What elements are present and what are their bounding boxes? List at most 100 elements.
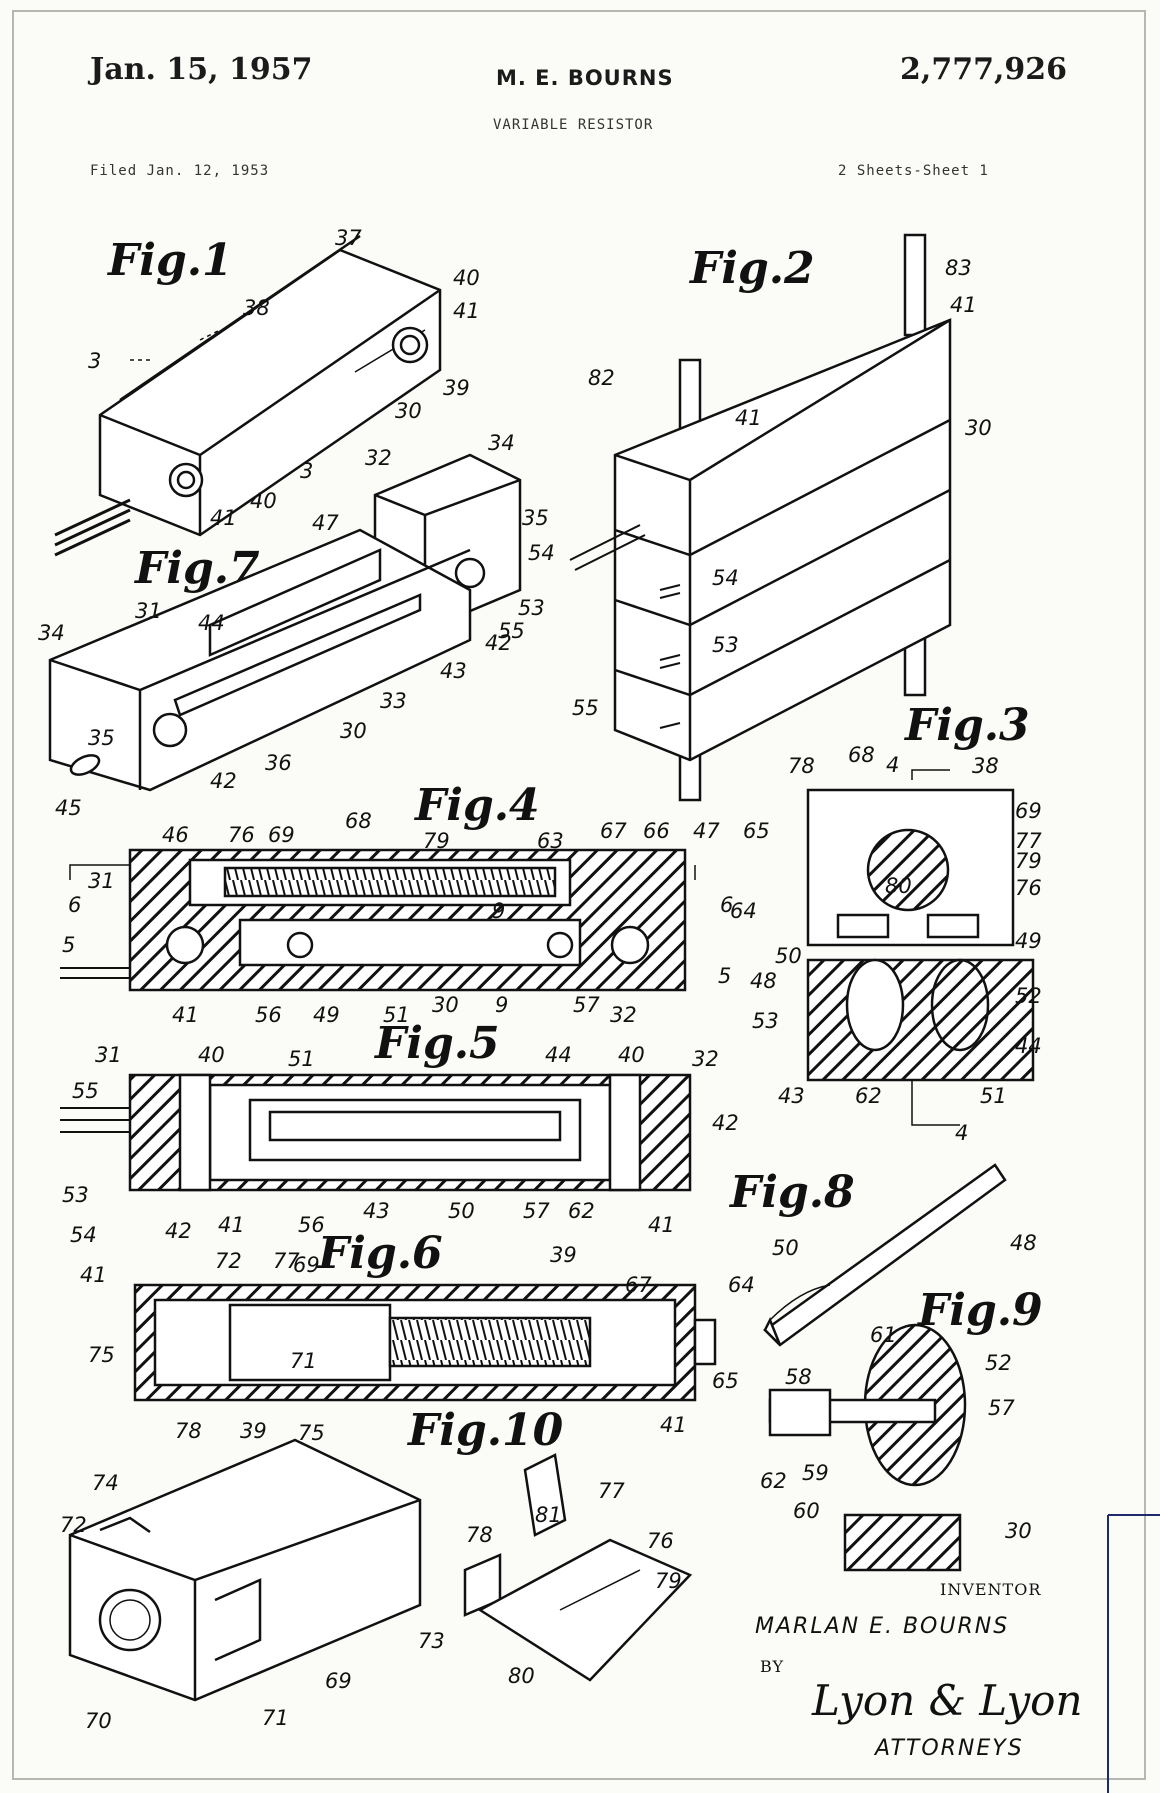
attorneys-label: ATTORNEYS xyxy=(873,1736,1024,1761)
corner-mark xyxy=(1107,1514,1160,1793)
fig4-ref-24: 57 xyxy=(573,993,600,1017)
fig7-ref-15: 45 xyxy=(55,796,82,820)
inventor-header: M. E. BOURNS xyxy=(496,66,674,90)
fig3-ref-6: 77 xyxy=(1015,829,1042,853)
fig6-ref-6: 67 xyxy=(625,1273,652,1297)
fig6-ref-11: 78 xyxy=(175,1419,202,1443)
fig5-ref-5: 40 xyxy=(618,1043,645,1067)
fig10-ref-7: 69 xyxy=(325,1669,352,1693)
fig8-title: Fig.8 xyxy=(728,1167,855,1218)
attorney-signature: Lyon & Lyon xyxy=(811,1676,1083,1725)
fig1-ref-1: 37 xyxy=(335,226,362,250)
fig6-ref-7: 64 xyxy=(728,1273,755,1297)
fig7-ref-14: 42 xyxy=(210,769,237,793)
fig4-ref-1: 46 xyxy=(162,823,189,847)
fig7-ref-13: 35 xyxy=(88,726,115,750)
fig5-ref-2: 40 xyxy=(198,1043,225,1067)
fig8-ref-2: 48 xyxy=(1010,1231,1037,1255)
fig4-ref-3: 69 xyxy=(268,823,295,847)
inventor-label: INVENTOR xyxy=(940,1580,1041,1599)
fig6-title: Fig.6 xyxy=(316,1228,443,1279)
fig6-ref-8: 75 xyxy=(88,1343,115,1367)
fig4-ref-23: 9 xyxy=(495,993,508,1017)
fig5-ref-12: 41 xyxy=(218,1213,245,1237)
fig1-ref-6: 39 xyxy=(443,376,470,400)
fig2-ref-5: 30 xyxy=(965,416,992,440)
fig3-ref-5: 69 xyxy=(1015,799,1042,823)
fig6-ref-13: 41 xyxy=(660,1413,687,1437)
fig7-ref-5: 54 xyxy=(528,541,555,565)
fig6-ref-1: 41 xyxy=(80,1263,107,1287)
fig3-ref-10: 50 xyxy=(775,944,802,968)
fig1-drawing xyxy=(54,234,442,557)
fig7-ref-17: 30 xyxy=(340,719,367,743)
fig5-ref-15: 50 xyxy=(448,1199,475,1223)
fig2-ref-1: 83 xyxy=(945,256,972,280)
fig2-ref-3: 82 xyxy=(588,366,615,390)
fig10-ref-13: 80 xyxy=(508,1664,535,1688)
sheet-border xyxy=(12,10,1146,1780)
fig5-ref-17: 62 xyxy=(568,1199,595,1223)
fig5-ref-13: 56 xyxy=(298,1213,325,1237)
fig4-ref-2: 76 xyxy=(228,823,255,847)
fig3-ref-15: 44 xyxy=(1015,1034,1042,1058)
fig6-ref-2: 72 xyxy=(215,1249,242,1273)
patent-date: Jan. 15, 1957 xyxy=(90,52,313,87)
fig2-ref-6: 54 xyxy=(712,566,739,590)
fig3-ref-17: 62 xyxy=(855,1084,882,1108)
patent-title: VARIABLE RESISTOR xyxy=(493,117,654,133)
fig7-ref-8: 42 xyxy=(485,631,512,655)
fig3-ref-3: 68 xyxy=(848,743,875,767)
fig9-ref-4: 57 xyxy=(988,1396,1015,1420)
fig7-ref-10: 44 xyxy=(198,611,225,635)
fig2-title: Fig.2 xyxy=(688,243,815,294)
fig2-drawing xyxy=(569,233,952,802)
fig4-ref-16: 5 xyxy=(62,933,75,957)
fig3-drawing xyxy=(806,769,1035,1126)
fig5-ref-1: 31 xyxy=(95,1043,122,1067)
fig7-ref-16: 33 xyxy=(380,689,407,713)
fig4-ref-11: 6 xyxy=(68,893,81,917)
fig4-ref-17: 5 xyxy=(718,964,731,988)
fig1-ref-4: 41 xyxy=(453,299,480,323)
fig3-ref-13: 52 xyxy=(1015,984,1042,1008)
fig8-drawing xyxy=(763,1163,1007,1347)
fig4-ref-7: 67 xyxy=(600,819,627,843)
fig5-ref-4: 44 xyxy=(545,1043,572,1067)
fig10-ref-11: 76 xyxy=(647,1529,674,1553)
fig10-ref-6: 71 xyxy=(262,1706,289,1730)
fig6-ref-9: 71 xyxy=(290,1349,317,1373)
fig2-ref-8: 55 xyxy=(572,696,599,720)
fig5-drawing xyxy=(60,1073,692,1192)
fig4-ref-8: 66 xyxy=(643,819,670,843)
fig6-ref-4: 69 xyxy=(293,1253,320,1277)
fig3-ref-9: 80 xyxy=(885,874,912,898)
fig9-ref-2: 52 xyxy=(985,1351,1012,1375)
fig5-ref-6: 32 xyxy=(692,1047,719,1071)
fig10-ref-4: 73 xyxy=(418,1629,445,1653)
fig4-title: Fig.4 xyxy=(413,780,540,831)
fig2-ref-7: 53 xyxy=(712,633,739,657)
fig10-ref-5: 70 xyxy=(85,1709,112,1733)
fig6-ref-12: 39 xyxy=(240,1419,267,1443)
fig3-ref-4: 38 xyxy=(972,754,999,778)
fig7-ref-12: 34 xyxy=(38,621,65,645)
fig4-ref-6: 63 xyxy=(537,829,564,853)
sheet-count: 2 Sheets-Sheet 1 xyxy=(838,163,989,179)
fig9-ref-3: 58 xyxy=(785,1365,812,1389)
fig9-ref-7: 60 xyxy=(793,1499,820,1523)
fig5-ref-3: 51 xyxy=(288,1047,315,1071)
fig7-drawing xyxy=(48,453,522,792)
inventor-name: MARLAN E. BOURNS xyxy=(755,1614,1009,1639)
fig10-drawing xyxy=(68,1438,693,1702)
fig9-ref-6: 59 xyxy=(802,1461,829,1485)
fig5-ref-18: 41 xyxy=(648,1213,675,1237)
fig9-drawing xyxy=(768,1323,967,1572)
fig3-ref-8: 76 xyxy=(1015,876,1042,900)
fig10-ref-2: 74 xyxy=(92,1471,119,1495)
fig3-ref-2: 78 xyxy=(788,754,815,778)
fig4-ref-20: 49 xyxy=(313,1003,340,1027)
fig1-ref-5: 3 xyxy=(88,349,101,373)
